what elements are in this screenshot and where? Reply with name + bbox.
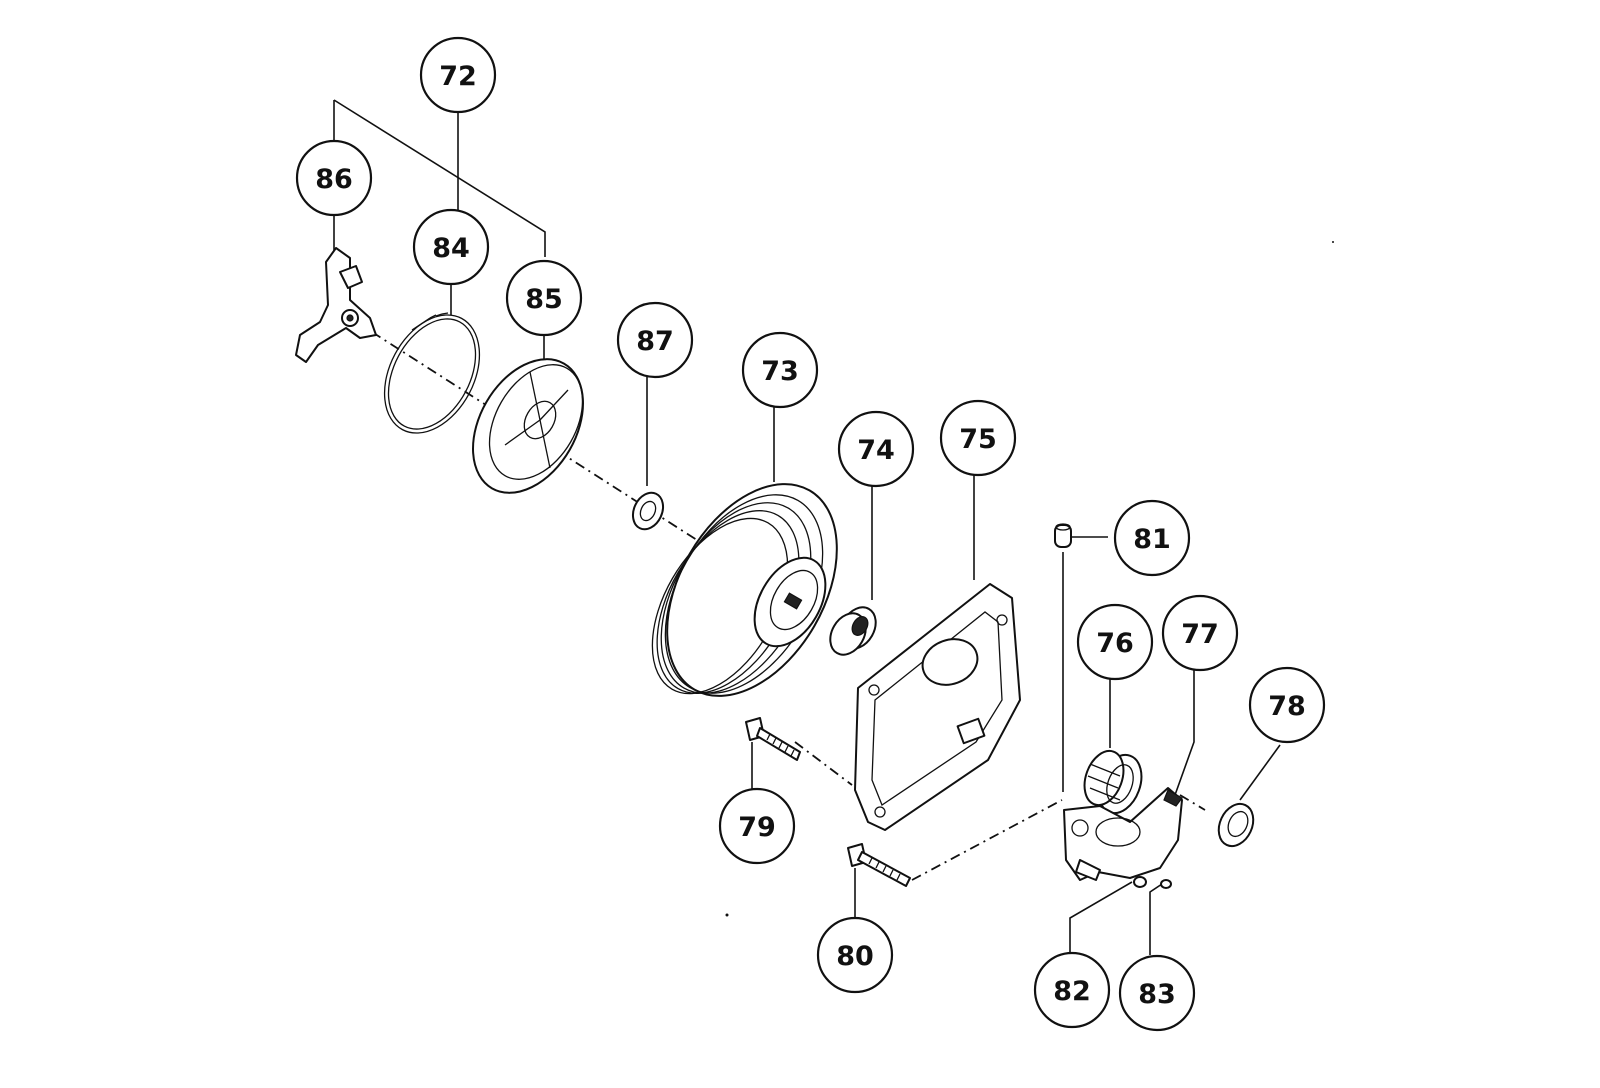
callout-85-label: 85 <box>525 284 563 315</box>
clutch-shoe-part <box>472 358 584 494</box>
callout-76-label: 76 <box>1096 628 1134 659</box>
washer-part <box>631 491 665 531</box>
clutch-spring-part <box>383 312 481 434</box>
callout-79-label: 79 <box>738 812 776 843</box>
parts <box>295 241 1334 917</box>
callout-74: 74 <box>837 410 915 488</box>
callout-79: 79 <box>718 787 796 865</box>
callout-73-label: 73 <box>761 356 799 387</box>
callout-80-label: 80 <box>836 941 874 972</box>
callout-85: 85 <box>505 259 583 337</box>
seal-ring-part <box>1217 802 1255 848</box>
axis-seal-78 <box>1179 794 1206 811</box>
callout-87: 87 <box>616 301 694 379</box>
callout-84-label: 84 <box>432 233 470 264</box>
callout-75-label: 75 <box>959 424 997 455</box>
clutch-drum-part <box>651 483 838 697</box>
callout-86: 86 <box>295 139 373 217</box>
callout-72: 72 <box>419 36 497 114</box>
callout-83: 83 <box>1118 954 1196 1032</box>
callout-84: 84 <box>412 208 490 286</box>
callout-81: 81 <box>1113 499 1191 577</box>
callout-75: 75 <box>939 399 1017 477</box>
pump-gear-part <box>1083 749 1143 815</box>
callout-73: 73 <box>741 331 819 409</box>
callout-74-label: 74 <box>857 435 895 466</box>
speck <box>725 913 729 917</box>
bolt-80-part <box>847 843 911 887</box>
callout-80: 80 <box>816 916 894 994</box>
leader-77 <box>1174 665 1195 796</box>
dowel-pin-part <box>1054 523 1072 548</box>
oil-pump-body-part <box>1063 787 1183 881</box>
callout-77: 77 <box>1161 594 1239 672</box>
screw-79-part <box>745 717 801 761</box>
speck <box>1332 241 1334 243</box>
cover-plate-part <box>854 583 1021 831</box>
axis-bolt-80 <box>911 799 1063 881</box>
leader-82 <box>1069 881 1133 954</box>
callout-86-label: 86 <box>315 164 353 195</box>
o-ring-82-part <box>1133 876 1147 888</box>
needle-bearing-part <box>829 606 877 656</box>
callout-72-label: 72 <box>439 61 477 92</box>
o-ring-83-part <box>1160 879 1172 889</box>
callout-77-label: 77 <box>1181 619 1219 650</box>
callout-83-label: 83 <box>1138 979 1176 1010</box>
callout-81-label: 81 <box>1133 524 1171 555</box>
leader-83 <box>1149 883 1163 955</box>
clutch-spider-part <box>295 247 377 363</box>
callout-87-label: 87 <box>636 326 674 357</box>
callout-78: 78 <box>1248 666 1326 744</box>
callout-82-label: 82 <box>1053 976 1091 1007</box>
callout-78-label: 78 <box>1268 691 1306 722</box>
callout-82: 82 <box>1033 951 1111 1029</box>
axis-screw-79 <box>794 741 853 786</box>
leader-85-group <box>333 99 546 257</box>
callout-76: 76 <box>1076 603 1154 681</box>
leader-78 <box>1239 744 1281 801</box>
